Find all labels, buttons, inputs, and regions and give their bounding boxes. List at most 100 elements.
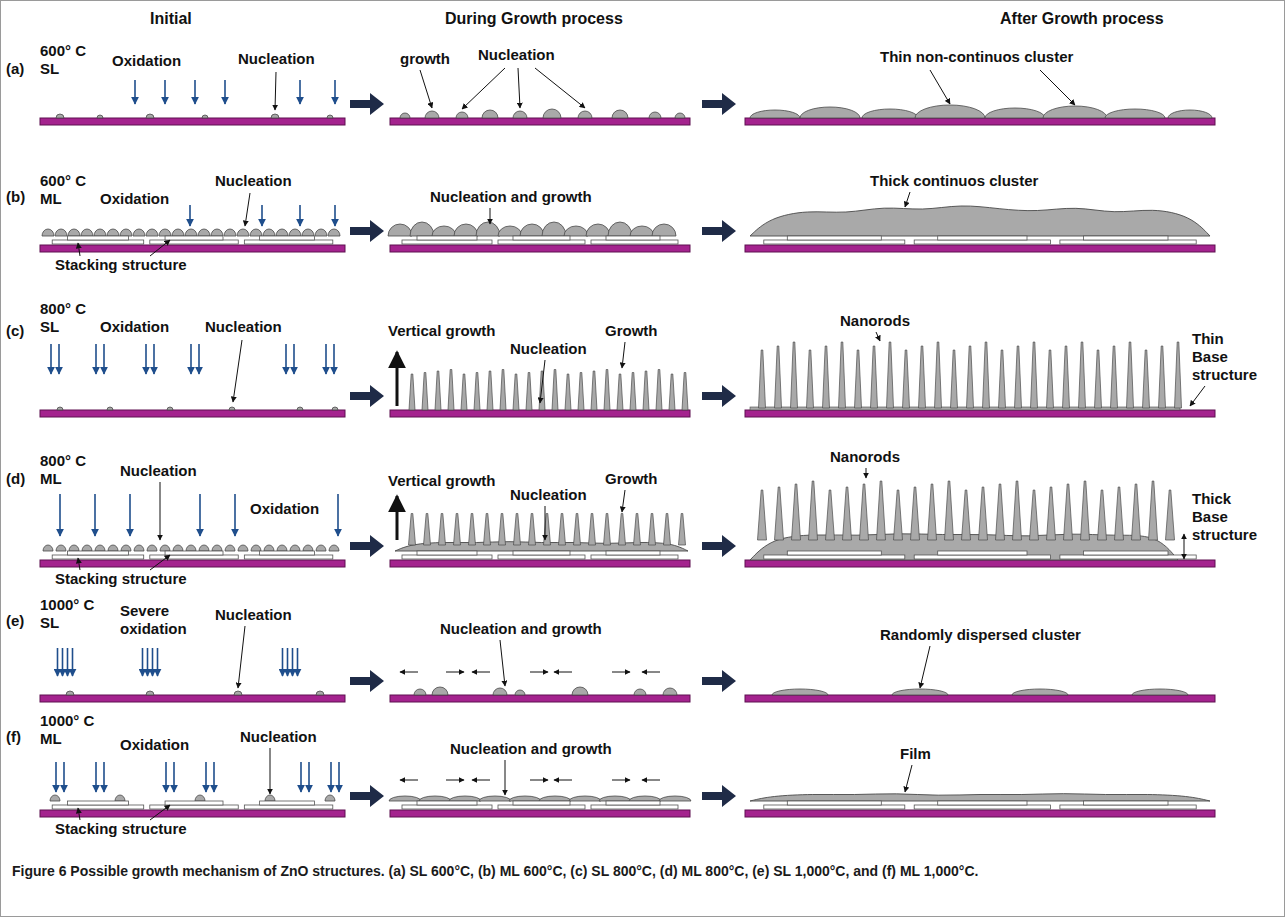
oxidation-arrow bbox=[95, 762, 97, 792]
stacking-layer bbox=[938, 551, 1027, 555]
zno-nucleus bbox=[649, 112, 661, 118]
leader-arrow bbox=[505, 760, 506, 795]
stacking-layer bbox=[1083, 236, 1168, 240]
substrate bbox=[390, 410, 690, 417]
zno-nucleus bbox=[95, 545, 105, 551]
zno-nanorod bbox=[928, 484, 937, 540]
substrate bbox=[40, 118, 345, 125]
zno-nucleus bbox=[315, 229, 327, 236]
oxidation-arrow bbox=[173, 762, 175, 792]
zno-nanorod bbox=[604, 370, 610, 411]
oxidation-arrow bbox=[145, 344, 147, 374]
substrate bbox=[745, 695, 1215, 702]
process-arrow bbox=[350, 93, 384, 115]
zno-nanorod bbox=[919, 346, 926, 408]
stacking-layer bbox=[513, 551, 570, 555]
oxidation-arrow bbox=[59, 494, 61, 536]
zno-nanorod bbox=[1098, 490, 1107, 540]
oxidation-arrow bbox=[165, 762, 167, 792]
zno-nucleus bbox=[328, 229, 340, 236]
stacking-layer bbox=[165, 801, 223, 805]
annotation-label: Thin non-continuos cluster bbox=[880, 48, 1073, 66]
zno-nanorod bbox=[589, 514, 596, 546]
annotation-label: Growth bbox=[605, 470, 658, 488]
oxidation-arrow bbox=[330, 762, 332, 792]
zno-nucleus bbox=[82, 545, 92, 551]
zno-nucleus bbox=[454, 224, 478, 236]
zno-nanorod bbox=[474, 373, 480, 411]
stacking-layer bbox=[165, 551, 223, 555]
zno-nucleus bbox=[69, 545, 79, 551]
annotation-label: (f) bbox=[6, 728, 21, 746]
oxidation-arrow bbox=[94, 494, 96, 536]
stacking-layer bbox=[764, 240, 905, 244]
zno-nanorod bbox=[887, 342, 894, 408]
zno-nucleus bbox=[915, 105, 985, 118]
oxidation-arrow bbox=[234, 494, 236, 536]
annotation-label: (c) bbox=[6, 322, 24, 340]
zno-nucleus bbox=[892, 689, 948, 695]
thickness-arrow bbox=[1184, 534, 1185, 559]
zno-nanorod bbox=[1030, 490, 1039, 540]
zno-nanorod bbox=[499, 514, 506, 546]
zno-nanorod bbox=[439, 514, 446, 546]
substrate bbox=[745, 810, 1215, 817]
stacking-layer bbox=[417, 801, 477, 805]
stacking-layer bbox=[606, 801, 660, 805]
zno-nucleus bbox=[107, 407, 113, 410]
zno-nucleus bbox=[543, 109, 561, 118]
zno-nucleus bbox=[498, 226, 522, 236]
zno-nanorod bbox=[643, 371, 649, 410]
process-arrow bbox=[702, 785, 736, 807]
zno-nucleus bbox=[325, 795, 335, 801]
zno-nucleus bbox=[586, 224, 610, 236]
zno-nucleus bbox=[1168, 110, 1212, 118]
zno-nucleus bbox=[198, 229, 210, 236]
stacking-layer bbox=[1060, 240, 1196, 244]
zno-nucleus bbox=[277, 545, 287, 551]
zno-nucleus bbox=[659, 796, 691, 801]
oxidation-arrow bbox=[95, 344, 97, 374]
zno-nanorod bbox=[448, 370, 454, 411]
oxidation-arrow bbox=[157, 648, 159, 676]
stacking-layer bbox=[417, 236, 477, 240]
zno-nucleus bbox=[482, 110, 498, 118]
zno-nucleus bbox=[199, 545, 209, 551]
process-arrow bbox=[702, 220, 736, 242]
zno-nanorod bbox=[669, 374, 675, 410]
zno-nucleus bbox=[107, 229, 119, 236]
leader-arrow bbox=[930, 70, 950, 104]
zno-nanorod bbox=[679, 514, 686, 546]
stacking-layer bbox=[787, 551, 881, 555]
zno-nucleus bbox=[290, 545, 300, 551]
leader-arrow bbox=[150, 240, 170, 256]
leader-arrow bbox=[238, 626, 245, 688]
stacking-layer bbox=[244, 555, 332, 559]
zno-nucleus bbox=[212, 545, 222, 551]
zno-nucleus bbox=[115, 795, 125, 801]
annotation-label: ML bbox=[40, 730, 62, 748]
oxidation-arrow bbox=[338, 762, 340, 792]
leader-arrow bbox=[920, 646, 930, 688]
oxidation-arrow bbox=[333, 344, 335, 374]
zno-nucleus bbox=[1105, 109, 1165, 118]
oxidation-arrow bbox=[287, 648, 289, 676]
figure-caption: Figure 6 Possible growth mechanism of Zn… bbox=[12, 862, 1272, 880]
zno-nanorod bbox=[1063, 346, 1070, 408]
zno-nanorod bbox=[903, 350, 910, 408]
zno-nanorod bbox=[591, 371, 597, 410]
zno-nucleus bbox=[449, 796, 481, 801]
annotation-label: Oxidation bbox=[100, 318, 169, 336]
annotation-label: growth bbox=[400, 50, 450, 68]
oxidation-arrow bbox=[152, 648, 154, 676]
zno-nucleus bbox=[81, 229, 93, 236]
zno-nanorod bbox=[578, 373, 584, 411]
zno-nanorod bbox=[424, 514, 431, 546]
zno-nanorod bbox=[500, 370, 506, 411]
stacking-layer bbox=[914, 555, 1050, 559]
zno-nanorod bbox=[791, 342, 798, 408]
zno-nanorod bbox=[1166, 490, 1175, 540]
oxidation-arrow bbox=[299, 205, 301, 226]
leader-arrow bbox=[1190, 386, 1205, 406]
zno-nanorod bbox=[526, 373, 532, 411]
